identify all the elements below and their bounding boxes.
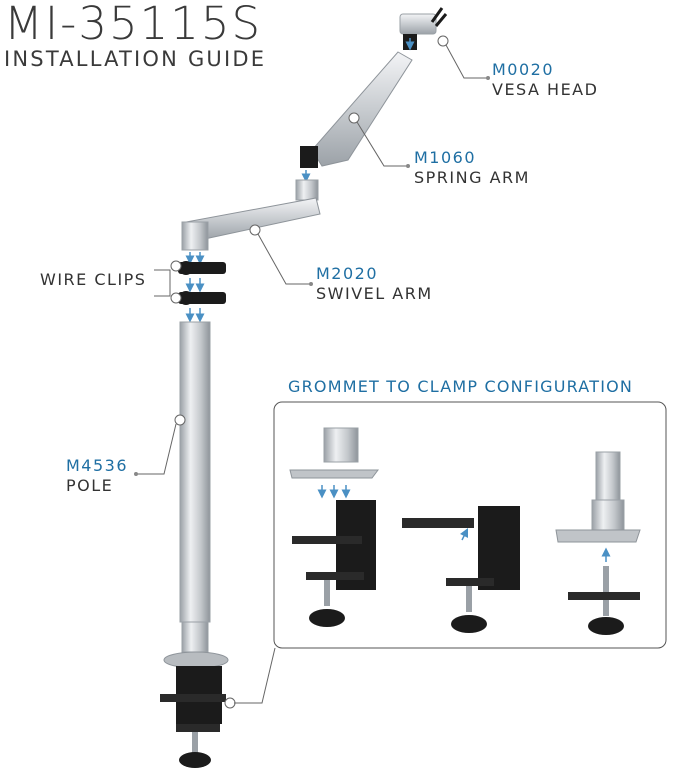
pole-code: M4536 bbox=[66, 456, 129, 475]
spring-arm bbox=[295, 51, 413, 201]
page-subtitle: INSTALLATION GUIDE bbox=[4, 47, 267, 71]
callout-spring-arm: M1060 SPRING ARM bbox=[414, 148, 530, 188]
spring-arm-code: M1060 bbox=[414, 148, 477, 167]
swivel-arm-code: M2020 bbox=[316, 264, 379, 283]
pole bbox=[163, 321, 229, 669]
callout-lines bbox=[134, 35, 490, 709]
clamp-base bbox=[160, 666, 226, 768]
wire-clips-name: WIRE CLIPS bbox=[40, 270, 147, 289]
callout-wire-clips: WIRE CLIPS bbox=[40, 270, 146, 290]
wire-clips bbox=[178, 261, 226, 323]
page-title: MI-35115S bbox=[4, 0, 263, 50]
config-step-1 bbox=[289, 427, 379, 627]
config-step-2 bbox=[402, 506, 520, 633]
spring-arm-name: SPRING ARM bbox=[414, 168, 530, 187]
config-step-3 bbox=[555, 451, 641, 635]
inset-title: GROMMET TO CLAMP CONFIGURATION bbox=[288, 377, 634, 396]
pole-name: POLE bbox=[66, 476, 114, 495]
vesa-head-name: VESA HEAD bbox=[492, 80, 599, 99]
vesa-head bbox=[399, 7, 448, 51]
vesa-head-code: M0020 bbox=[492, 60, 555, 79]
callout-swivel-arm: M2020 SWIVEL ARM bbox=[316, 264, 433, 304]
callout-pole: M4536 POLE bbox=[66, 456, 128, 496]
swivel-arm bbox=[181, 197, 321, 265]
callout-vesa-head: M0020 VESA HEAD bbox=[492, 60, 598, 100]
inset-panel bbox=[273, 401, 667, 649]
swivel-arm-name: SWIVEL ARM bbox=[316, 284, 433, 303]
